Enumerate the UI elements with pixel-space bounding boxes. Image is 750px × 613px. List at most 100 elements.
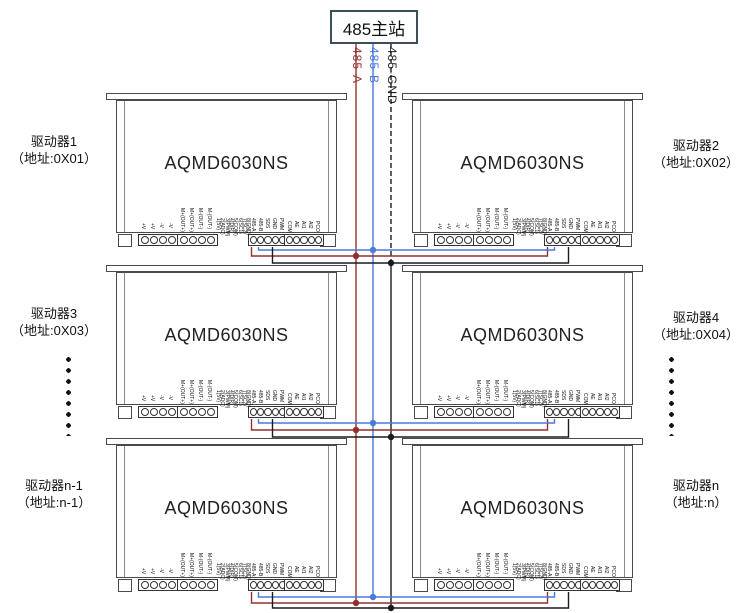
- pin-label-motor: M-(OUT-): [493, 553, 499, 575]
- terminal-hole: [188, 408, 197, 416]
- pin-label-comm: PWM: [277, 390, 284, 403]
- driver-caption: 驱动器n（地址:n）: [646, 477, 746, 511]
- pin-label-comm: PWM: [573, 563, 580, 576]
- terminal-hole: [596, 581, 604, 589]
- terminal-hole: [589, 236, 597, 244]
- pin-label-power: +V: [445, 568, 451, 575]
- driver-name: 驱动器2: [672, 138, 720, 153]
- driver-body: AQMD6030NS: [116, 100, 337, 233]
- pin-label-aux: AI1: [299, 221, 306, 229]
- pin-label-comm: 485-A: [545, 563, 552, 577]
- pin-label-motor: M+(OUT+): [179, 553, 185, 577]
- pin-label-power: -V: [454, 568, 460, 573]
- terminal-hole: [314, 581, 323, 589]
- pin-label-motor: M+(OUT+): [188, 380, 194, 404]
- terminal-hole: [589, 581, 597, 589]
- pin-label-power: +V: [149, 223, 155, 230]
- terminal-hole: [140, 236, 149, 244]
- terminal-hole: [582, 581, 590, 589]
- pin-label-aux: AE: [588, 393, 595, 400]
- pin-label-motor: M-(OUT-): [502, 208, 508, 230]
- driver-address: （地址:n）: [664, 495, 728, 510]
- terminal-hole: [271, 236, 279, 244]
- terminal-hole: [503, 236, 512, 244]
- terminal-hole: [271, 581, 279, 589]
- terminal-strip: [248, 579, 288, 591]
- terminal-hole: [140, 408, 149, 416]
- junction-dot-485-a: [352, 599, 360, 607]
- pin-label-motor: M-(OUT-): [197, 208, 203, 230]
- terminal-hole: [307, 236, 315, 244]
- pin-label-comm: GND: [566, 218, 573, 230]
- driver-address: （地址:0X03）: [11, 323, 97, 338]
- driver-model-label: AQMD6030NS: [460, 325, 585, 345]
- terminal-hole: [159, 236, 168, 244]
- pin-label-motor: M+(OUT+): [188, 553, 194, 577]
- terminal-strip: [284, 579, 324, 591]
- terminal-hole: [546, 236, 554, 244]
- row-wire-485-a: [250, 419, 549, 431]
- pin-label-aux: AI2: [602, 221, 609, 229]
- pin-label-aux: PCO: [313, 566, 320, 577]
- junction-dot-485-gnd: [387, 433, 395, 441]
- driver-side-rail-left: [420, 273, 421, 404]
- pin-label-aux: COM: [285, 221, 292, 233]
- driver-foot-left: [414, 406, 428, 419]
- terminal-hole: [546, 581, 554, 589]
- junction-dot-485-gnd: [387, 604, 395, 612]
- pin-label-comm: 485-A: [545, 390, 552, 404]
- terminal-hole: [455, 236, 464, 244]
- driver-side-rail-left: [420, 101, 421, 232]
- driver-name: 驱动器3: [30, 306, 78, 321]
- terminal-hole: [464, 408, 473, 416]
- driver-caption: 驱动器n-1（地址:n-1）: [4, 477, 104, 511]
- driver-name: 驱动器4: [672, 310, 720, 325]
- junction-dot-485-gnd: [387, 259, 395, 267]
- terminal-hole: [436, 408, 445, 416]
- pin-label-aux: AI1: [299, 566, 306, 574]
- pin-label-power: -V: [158, 223, 164, 228]
- pin-label-aux: AI2: [306, 221, 313, 229]
- pin-label-power: +V: [140, 395, 146, 402]
- terminal-hole: [307, 408, 315, 416]
- rs485-master-label: 485主站: [342, 19, 406, 39]
- terminal-hole: [464, 581, 473, 589]
- terminal-strip: [580, 234, 620, 246]
- junction-dot-485-a: [352, 252, 360, 260]
- pin-label-aux: COM: [581, 566, 588, 578]
- terminal-hole: [250, 408, 258, 416]
- pin-label-motor: M+(OUT+): [475, 380, 481, 404]
- driver-foot-left: [118, 234, 132, 247]
- terminal-hole: [596, 236, 604, 244]
- terminal-hole: [546, 408, 554, 416]
- terminal-hole: [168, 408, 177, 416]
- row-wire-485-b: [257, 592, 556, 598]
- terminal-hole: [464, 236, 473, 244]
- terminal-hole: [286, 236, 294, 244]
- pin-label-comm: SDS: [263, 390, 270, 401]
- pin-label-aux: COM: [581, 393, 588, 405]
- terminal-hole: [159, 408, 168, 416]
- row-wire-485-a: [250, 247, 549, 257]
- terminal-strip: [138, 579, 179, 591]
- driver-foot-left: [118, 406, 132, 419]
- terminal-strip: [434, 579, 475, 591]
- pin-label-comm: GND: [270, 563, 277, 575]
- terminal-hole: [257, 581, 265, 589]
- driver-name: 驱动器1: [30, 134, 78, 149]
- pin-label-power: -V: [158, 395, 164, 400]
- pin-label-aux: AI1: [299, 393, 306, 401]
- terminal-hole: [264, 236, 272, 244]
- terminal-strip: [473, 406, 514, 418]
- driver-caption: 驱动器4 （地址:0X04）: [646, 309, 746, 343]
- pin-label-power: -V: [454, 223, 460, 228]
- pin-label-comm: GND: [566, 563, 573, 575]
- terminal-hole: [494, 236, 503, 244]
- terminal-strip: [580, 406, 620, 418]
- pin-label-aux: AI2: [602, 393, 609, 401]
- driver-caption: 驱动器3 （地址:0X03）: [4, 305, 104, 339]
- driver-address: （地址:0X04）: [653, 327, 739, 342]
- terminal-hole: [300, 581, 308, 589]
- terminal-hole: [286, 408, 294, 416]
